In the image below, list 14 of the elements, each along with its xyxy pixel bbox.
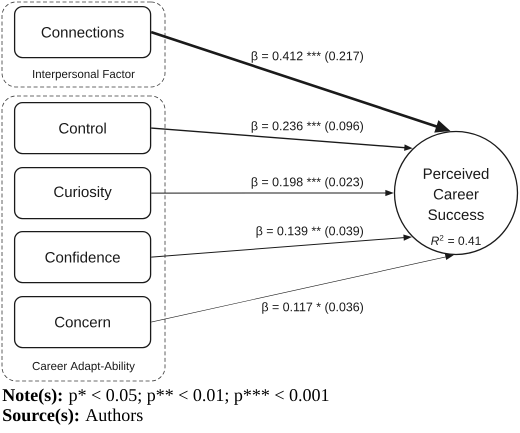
note-text: p* < 0.05; p** < 0.01; p*** < 0.001	[68, 389, 328, 405]
factor-box: Confidence	[14, 230, 152, 284]
factor-box: Connections	[14, 6, 152, 58]
factor-box: Concern	[14, 296, 152, 348]
edge-label: β = 0.236 *** (0.096)	[252, 121, 363, 133]
edge-label: β = 0.117 * (0.036)	[262, 302, 363, 314]
source-text: Authors	[85, 408, 143, 422]
factor-box: Curiosity	[14, 166, 152, 220]
edge-label: β = 0.198 *** (0.023)	[252, 177, 363, 189]
edge-label: β = 0.139 ** (0.039)	[256, 226, 363, 238]
factor-box: Control	[14, 102, 152, 154]
note-heading: Note(s):	[2, 388, 62, 405]
source-heading: Source(s):	[3, 408, 78, 425]
edge-label: β = 0.412 *** (0.217)	[252, 51, 363, 63]
